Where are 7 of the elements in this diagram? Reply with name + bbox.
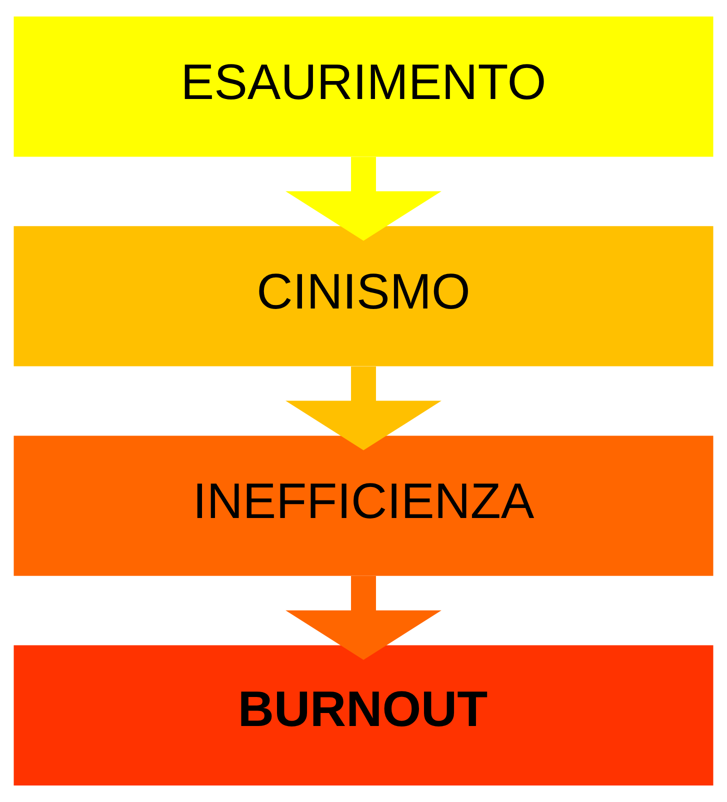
node-box: CINISMO [14,226,714,366]
node-box: INEFFICIENZA [14,436,714,576]
arrow [286,156,442,241]
node-box: ESAURIMENTO [14,16,714,157]
node-box: BURNOUT [14,645,714,786]
arrow [286,576,442,660]
arrow [286,366,442,450]
